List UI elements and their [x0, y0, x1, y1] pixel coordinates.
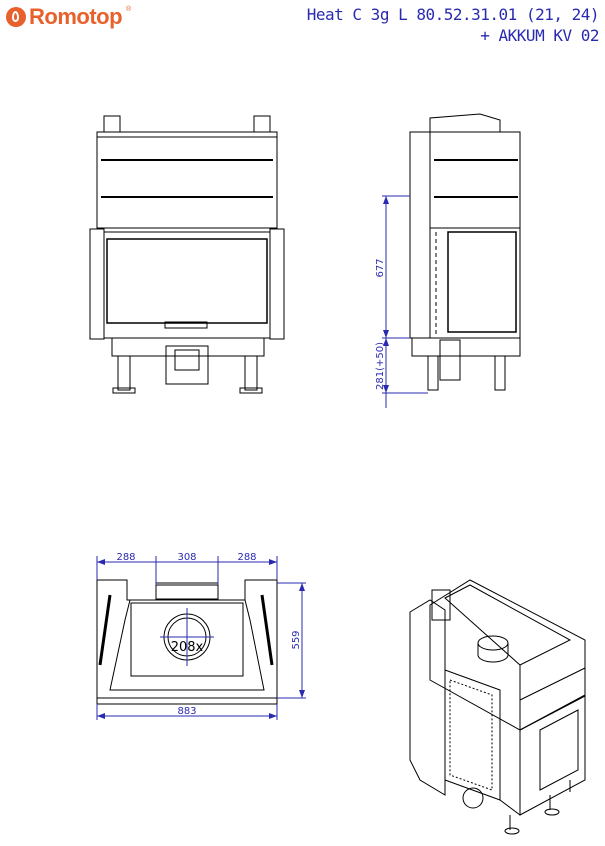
side-dimensions	[382, 195, 428, 408]
drawing-title: Heat C 3g L 80.52.31.01 (21, 24) + AKKUM…	[306, 4, 600, 46]
flue-diameter-label: 208x	[171, 640, 204, 655]
brand-name: Romotop	[29, 4, 123, 29]
dim-right-288: 288	[237, 552, 256, 563]
front-view	[89, 115, 285, 394]
registered-mark: ®	[126, 6, 131, 13]
side-view	[409, 113, 521, 391]
dim-height-677: 677	[375, 258, 386, 277]
dim-depth-559: 559	[291, 630, 302, 649]
dim-middle-308: 308	[177, 552, 196, 563]
title-line-2: + AKKUM KV 02	[480, 26, 599, 45]
title-line-1: Heat C 3g L 80.52.31.01 (21, 24)	[306, 5, 600, 24]
romotop-logo: Romotop ®	[6, 4, 131, 30]
top-dimensions	[96, 556, 306, 720]
flame-icon	[6, 7, 26, 27]
dim-left-288: 288	[116, 552, 135, 563]
dimension-arrows	[97, 196, 389, 719]
dim-base-281: 281(+50)	[375, 342, 386, 390]
isometric-view	[409, 579, 586, 835]
dim-width-883: 883	[177, 706, 196, 717]
